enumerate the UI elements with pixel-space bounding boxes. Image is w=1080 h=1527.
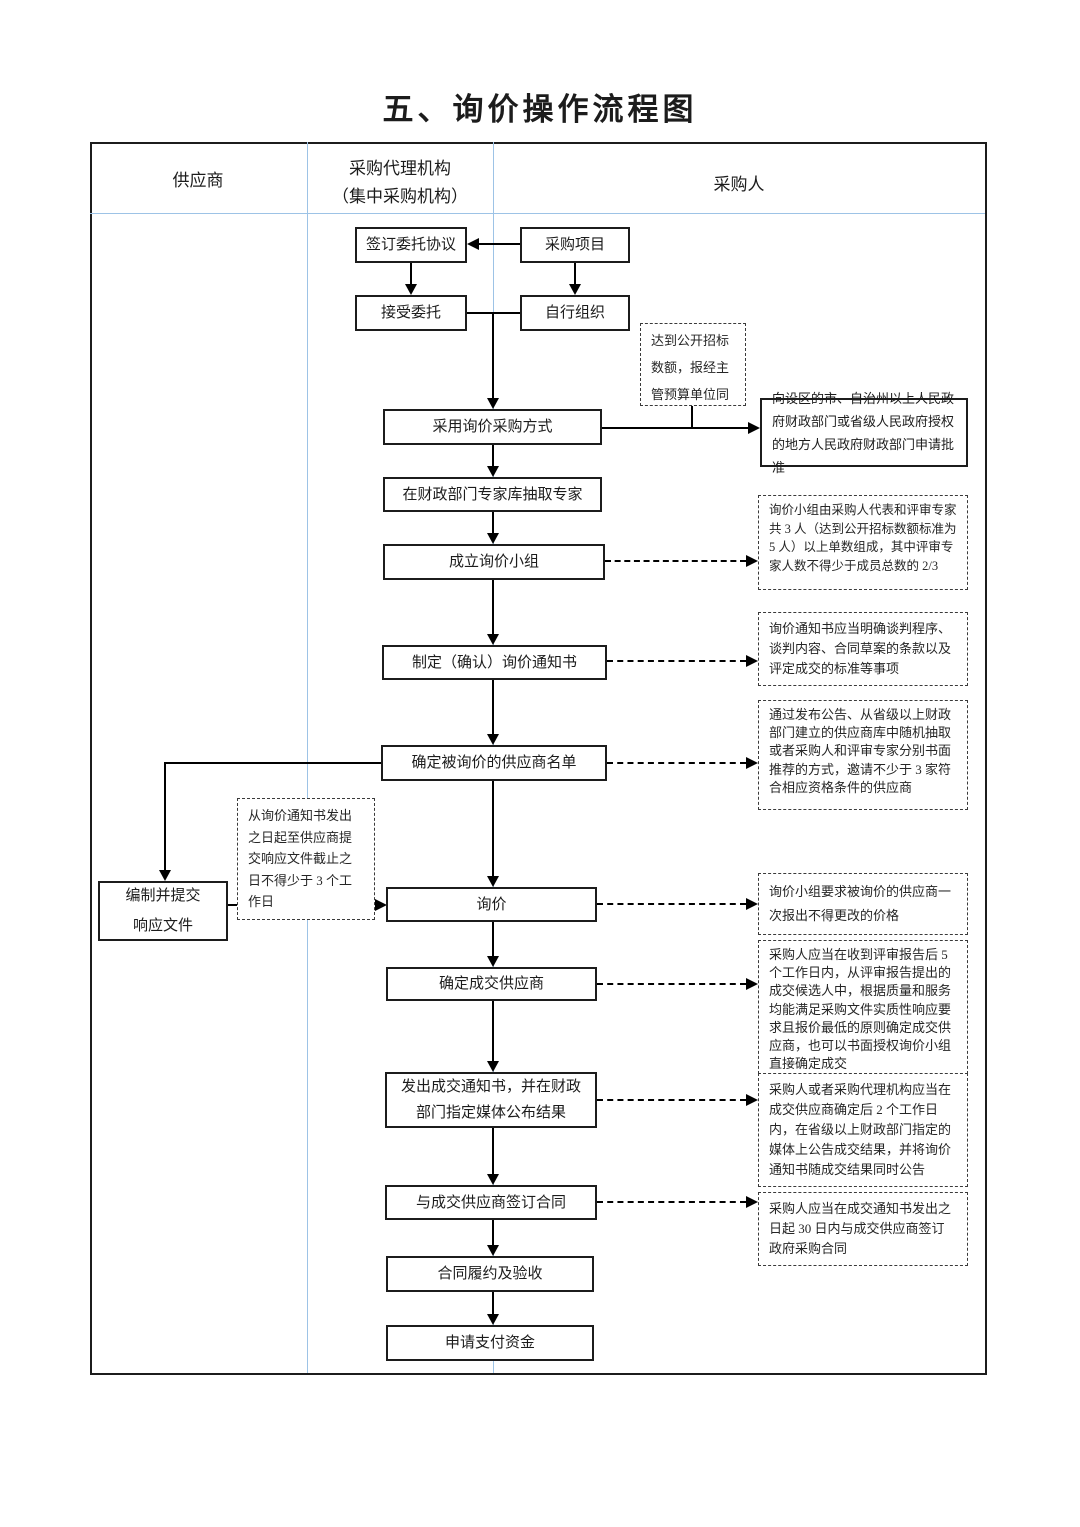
node-apply-payment: 申请支付资金: [386, 1325, 594, 1361]
node-perform-acceptance: 合同履约及验收: [386, 1256, 594, 1292]
annotation-list-note: 通过发布公告、从省级以上财政部门建立的供应商库中随机抽取或者采购人和评审专家分别…: [758, 700, 968, 810]
connector-perform-to-payment: [492, 1292, 494, 1315]
arrowhead-down-experts: [487, 466, 499, 477]
arrowhead-right-contract-note: [746, 1196, 758, 1208]
node-prepare-response: 编制并提交 响应文件: [98, 881, 228, 941]
connector-list-to-response-h: [165, 762, 381, 764]
arrowhead-down-winner: [487, 956, 499, 967]
arrowhead-right-group-note: [746, 555, 758, 567]
column-header-agency: 采购代理机构 （集中采购机构）: [310, 155, 490, 211]
column-header-supplier: 供应商: [172, 171, 224, 190]
arrowhead-right-list-note: [746, 757, 758, 769]
connector-inquiry-to-winner: [492, 922, 494, 957]
annotation-response-note: 从询价通知书发出之日起至供应商提交响应文件截止之日不得少于 3 个工作日: [237, 798, 375, 920]
arrowhead-down-announce: [487, 1061, 499, 1072]
connector-list-to-response-v: [164, 762, 166, 871]
arrowhead-down-selforg: [569, 284, 581, 295]
annotation-threshold: 达到公开招标 数额，报经主 管预算单位同: [640, 323, 746, 406]
agency-header-line2: （集中采购机构）: [332, 187, 468, 206]
node-form-group: 成立询价小组: [383, 544, 605, 580]
connector-threshold-stub: [691, 406, 693, 428]
flowchart-frame: [90, 142, 987, 1375]
column-divider-left: [307, 142, 308, 1373]
arrowhead-right-inquiry: [375, 899, 387, 911]
arrowhead-right-winner-note: [746, 978, 758, 990]
node-make-notice: 制定（确认）询价通知书: [382, 645, 607, 680]
node-self-organize: 自行组织: [520, 295, 630, 331]
node-determine-list: 确定被询价的供应商名单: [381, 745, 607, 781]
annotation-contract-note: 采购人应当在成交通知书发出之日起 30 日内与成交供应商签订政府采购合同: [758, 1192, 968, 1266]
arrowhead-down-accept: [405, 284, 417, 295]
node-sign-agreement: 签订委托协议: [355, 227, 467, 263]
node-inquiry: 询价: [386, 887, 597, 922]
arrowhead-right-announce-note: [746, 1094, 758, 1106]
column-header-purchaser: 采购人: [713, 175, 765, 194]
dashed-list-to-note: [607, 762, 746, 764]
arrowhead-right-inquiry-note: [746, 898, 758, 910]
connector-group-to-notice: [492, 580, 494, 635]
dashed-notice-to-note: [607, 660, 746, 662]
arrowhead-down-notice: [487, 634, 499, 645]
connector-notice-to-list: [492, 680, 494, 735]
connector-adopt-to-experts: [492, 445, 494, 467]
node-extract-experts: 在财政部门专家库抽取专家: [383, 477, 602, 512]
arrowhead-down-perform: [487, 1245, 499, 1256]
annotation-winner-note: 采购人应当在收到评审报告后 5 个工作日内，从评审报告提出的成交候选人中，根据质…: [758, 940, 968, 1080]
annotation-notice-note: 询价通知书应当明确谈判程序、谈判内容、合同草案的条款以及评定成交的标准等事项: [758, 612, 968, 686]
page-title: 五、询价操作流程图: [382, 92, 698, 127]
annotation-group-note: 询价小组由采购人代表和评审专家共 3 人（达到公开招标数额标准为 5 人）以上单…: [758, 495, 968, 590]
annotation-announce-note: 采购人或者采购代理机构应当在成交供应商确定后 2 个工作日内，在省级以上财政部门…: [758, 1073, 968, 1187]
node-determine-winner: 确定成交供应商: [386, 967, 597, 1001]
arrowhead-down-list: [487, 734, 499, 745]
dashed-announce-to-note: [597, 1099, 746, 1101]
arrowhead-down-group: [487, 533, 499, 544]
annotation-inquiry-note: 询价小组要求被询价的供应商一次报出不得更改的价格: [758, 873, 968, 935]
node-procurement-project: 采购项目: [520, 227, 630, 263]
connector-to-adopt: [492, 313, 494, 399]
connector-list-to-inquiry: [492, 781, 494, 877]
node-adopt-method: 采用询价采购方式: [383, 409, 602, 445]
node-accept-entrustment: 接受委托: [355, 295, 467, 331]
connector-experts-to-group: [492, 512, 494, 534]
connector-contract-to-perform: [492, 1220, 494, 1246]
connector-announce-to-contract: [492, 1128, 494, 1175]
dashed-winner-to-note: [597, 983, 746, 985]
dashed-contract-to-note: [597, 1201, 746, 1203]
agency-header-line1: 采购代理机构: [349, 159, 451, 178]
node-sign-contract: 与成交供应商签订合同: [385, 1185, 597, 1220]
arrowhead-down-response: [159, 870, 171, 881]
connector-winner-to-announce: [492, 1001, 494, 1062]
dashed-inquiry-to-note: [597, 903, 746, 905]
connector-project-to-selforg: [574, 263, 576, 285]
arrowhead-down-payment: [487, 1314, 499, 1325]
dashed-group-to-note: [605, 560, 746, 562]
node-issue-notice: 发出成交通知书，并在财政部门指定媒体公布结果: [385, 1072, 597, 1128]
node-approval: 向设区的市、自治州以上人民政府财政部门或省级人民政府授权的地方人民政府财政部门申…: [760, 391, 968, 475]
header-divider: [90, 213, 985, 214]
arrowhead-right-notice-note: [746, 655, 758, 667]
arrowhead-down-contract: [487, 1174, 499, 1185]
connector-adopt-to-approval: [602, 427, 748, 429]
arrowhead-right-approval: [748, 422, 760, 434]
connector-sign-to-accept: [410, 263, 412, 285]
connector-project-to-sign: [478, 243, 520, 245]
arrowhead-down-adopt: [487, 398, 499, 409]
arrowhead-down-inquiry: [487, 876, 499, 887]
arrowhead-left-sign: [467, 238, 479, 250]
